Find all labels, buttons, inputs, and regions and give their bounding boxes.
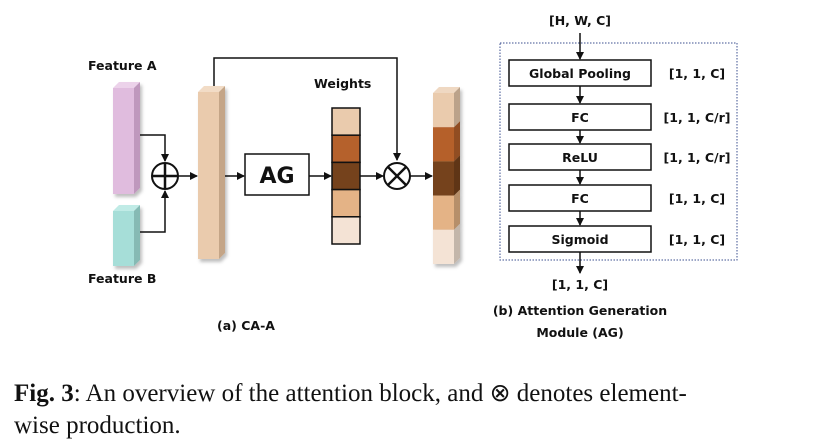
- weight-cell: [331, 161, 361, 191]
- multiply-op-icon: [383, 162, 411, 190]
- ag-step-fc: FC [1, 1, C/r]: [508, 103, 731, 131]
- feature-b-label: Feature B: [88, 271, 156, 286]
- ag-block-label: AG: [259, 164, 294, 189]
- feature-b-block: [113, 205, 140, 266]
- caption-text-line2: wise production.: [14, 412, 181, 439]
- output-segment: [433, 189, 460, 230]
- panel-a: Feature A Feature B: [88, 57, 460, 333]
- ag-step-sigmoid: Sigmoid [1, 1, C]: [508, 225, 725, 253]
- ag-step-label: ReLU: [562, 150, 598, 165]
- panel-a-caption: (a) CA-A: [217, 318, 275, 333]
- arrow-b-to-add: [140, 190, 169, 233]
- output-segment: [433, 155, 460, 196]
- ag-step-shape: [1, 1, C]: [669, 232, 725, 247]
- arrow-a-to-add: [140, 134, 169, 162]
- input-shape-label: [H, W, C]: [549, 13, 611, 28]
- ag-module-boundary: [499, 42, 738, 261]
- ag-step-shape: [1, 1, C/r]: [664, 110, 731, 125]
- ag-step-relu: ReLU [1, 1, C/r]: [508, 143, 731, 171]
- ag-step-label: Global Pooling: [529, 66, 631, 81]
- output-feature-block: [433, 87, 460, 264]
- ag-step-shape: [1, 1, C]: [669, 66, 725, 81]
- panel-b-caption-line1: (b) Attention Generation: [493, 303, 667, 318]
- ag-step-global-pooling: Global Pooling [1, 1, C]: [508, 59, 725, 87]
- ag-step-label: FC: [571, 191, 589, 206]
- fused-feature-block: [198, 86, 225, 259]
- output-shape-label: [1, 1, C]: [552, 277, 608, 292]
- ag-step-label: Sigmoid: [551, 232, 608, 247]
- panel-b: [H, W, C] Global Pooling [1, 1, C] FC [1, 1…: [493, 13, 738, 340]
- weights-label: Weights: [314, 76, 371, 91]
- caption-text-line1: : An overview of the attention block, an…: [73, 380, 687, 407]
- output-segment: [433, 87, 460, 128]
- weight-cell: [331, 107, 361, 136]
- ag-step-shape: [1, 1, C/r]: [664, 150, 731, 165]
- weight-cell: [331, 188, 361, 218]
- ag-block: AG: [244, 153, 310, 196]
- ag-step-label: FC: [571, 110, 589, 125]
- skip-connection-arrow: [213, 57, 401, 161]
- output-segment: [433, 223, 460, 264]
- output-segment: [433, 121, 460, 162]
- figure-caption: Fig. 3: An overview of the attention blo…: [14, 378, 824, 442]
- panel-b-caption-line2: Module (AG): [536, 325, 623, 340]
- feature-a-block: [113, 82, 140, 194]
- weights-vector: [331, 107, 361, 245]
- figure-diagram: Feature A Feature B: [88, 13, 738, 340]
- ag-step-shape: [1, 1, C]: [669, 191, 725, 206]
- add-op-icon: [151, 162, 179, 190]
- ag-step-fc: FC [1, 1, C]: [508, 184, 725, 212]
- weight-cell: [331, 216, 361, 245]
- weight-cell: [331, 134, 361, 164]
- feature-a-label: Feature A: [88, 58, 157, 73]
- figure-number: Fig. 3: [14, 380, 74, 407]
